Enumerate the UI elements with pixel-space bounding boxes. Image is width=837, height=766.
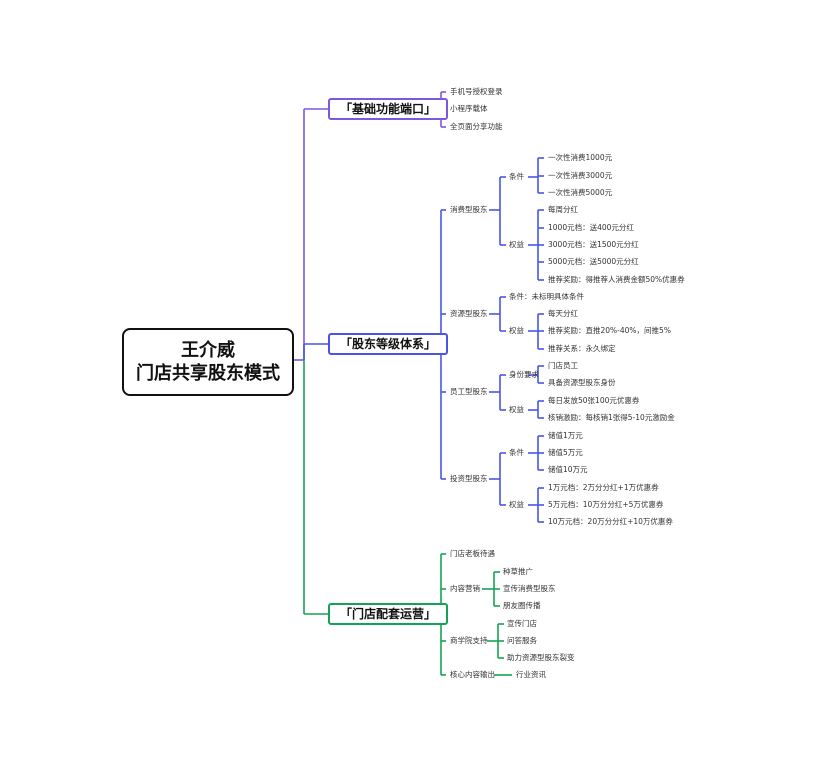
ops-2[interactable]: 商学院支持 [450,636,488,645]
ops-1[interactable]: 内容营销 [450,584,480,593]
level-3[interactable]: 投资型股东 [450,474,488,483]
level-2-leaf-0-0[interactable]: 门店员工 [548,361,578,370]
root-subtitle: 门店共享股东模式 [136,363,280,384]
ops-0[interactable]: 门店老板待遇 [450,549,495,558]
level-0-leaf-1-0[interactable]: 每周分红 [548,205,578,214]
leaf-basic-2[interactable]: 全页面分享功能 [450,122,503,131]
leaf-basic-1[interactable]: 小程序载体 [450,104,488,113]
ops-2-leaf-1[interactable]: 问答服务 [507,636,537,645]
level-0-leaf-1-3[interactable]: 5000元档：送5000元分红 [548,257,639,266]
level-2-leaf-1-1[interactable]: 核销激励：每核销1张得5-10元激励金 [548,413,675,422]
root-title: 王介威 [181,339,235,361]
level-0-leaf-0-1[interactable]: 一次性消费3000元 [548,171,613,180]
level-1-leaf-1-1[interactable]: 推荐奖励：直推20%-40%，间推5% [548,326,671,335]
level-0-leaf-0-0[interactable]: 一次性消费1000元 [548,153,613,162]
level-0-group-0[interactable]: 条件 [509,172,524,181]
level-3-group-1[interactable]: 权益 [509,500,524,509]
ops-2-leaf-0[interactable]: 宣传门店 [507,619,537,628]
level-3-group-0[interactable]: 条件 [509,448,524,457]
level-3-leaf-0-2[interactable]: 储值10万元 [548,465,588,474]
level-0-leaf-1-2[interactable]: 3000元档：送1500元分红 [548,240,639,249]
level-2[interactable]: 员工型股东 [450,387,488,396]
level-2-leaf-0-1[interactable]: 具备资源型股东身份 [548,378,616,387]
ops-3[interactable]: 核心内容输出 [450,670,495,679]
level-3-leaf-0-0[interactable]: 储值1万元 [548,431,583,440]
level-0-leaf-1-1[interactable]: 1000元档：送400元分红 [548,223,634,232]
level-0-leaf-1-4[interactable]: 推荐奖励：得推荐人消费金额50%优惠券 [548,275,685,284]
level-0-leaf-0-2[interactable]: 一次性消费5000元 [548,188,613,197]
level-1[interactable]: 资源型股东 [450,309,488,318]
branch-basic-functions[interactable]: 「基础功能端口」 [328,98,449,120]
leaf-basic-0[interactable]: 手机号授权登录 [450,87,503,96]
level-2-group-0[interactable]: 身份要求 [509,370,539,379]
branch-shareholder-levels[interactable]: 「股东等级体系」 [328,333,449,355]
level-0[interactable]: 消费型股东 [450,205,488,214]
level-3-leaf-0-1[interactable]: 储值5万元 [548,448,583,457]
level-1-group-1[interactable]: 权益 [509,326,524,335]
level-3-leaf-1-2[interactable]: 10万元档：20万分分红+10万优惠券 [548,517,673,526]
level-1-group-0[interactable]: 条件：未标明具体条件 [509,292,584,301]
root-node[interactable]: 王介威 门店共享股东模式 [122,328,294,396]
ops-1-leaf-0[interactable]: 种草推广 [503,567,533,576]
ops-2-leaf-2[interactable]: 助力资源型股东裂变 [507,653,575,662]
ops-3-leaf-0[interactable]: 行业资讯 [516,670,546,679]
level-2-group-1[interactable]: 权益 [509,405,524,414]
level-3-leaf-1-1[interactable]: 5万元档：10万分分红+5万优惠券 [548,500,664,509]
level-0-group-1[interactable]: 权益 [509,240,524,249]
level-2-leaf-1-0[interactable]: 每日发放50张100元优惠券 [548,396,640,405]
level-1-leaf-1-2[interactable]: 推荐关系：永久绑定 [548,344,616,353]
ops-1-leaf-2[interactable]: 朋友圈传播 [503,601,541,610]
ops-1-leaf-1[interactable]: 宣传消费型股东 [503,584,556,593]
level-3-leaf-1-0[interactable]: 1万元档：2万分分红+1万优惠券 [548,483,659,492]
branch-store-operations[interactable]: 「门店配套运营」 [328,603,449,625]
level-1-leaf-1-0[interactable]: 每天分红 [548,309,578,318]
